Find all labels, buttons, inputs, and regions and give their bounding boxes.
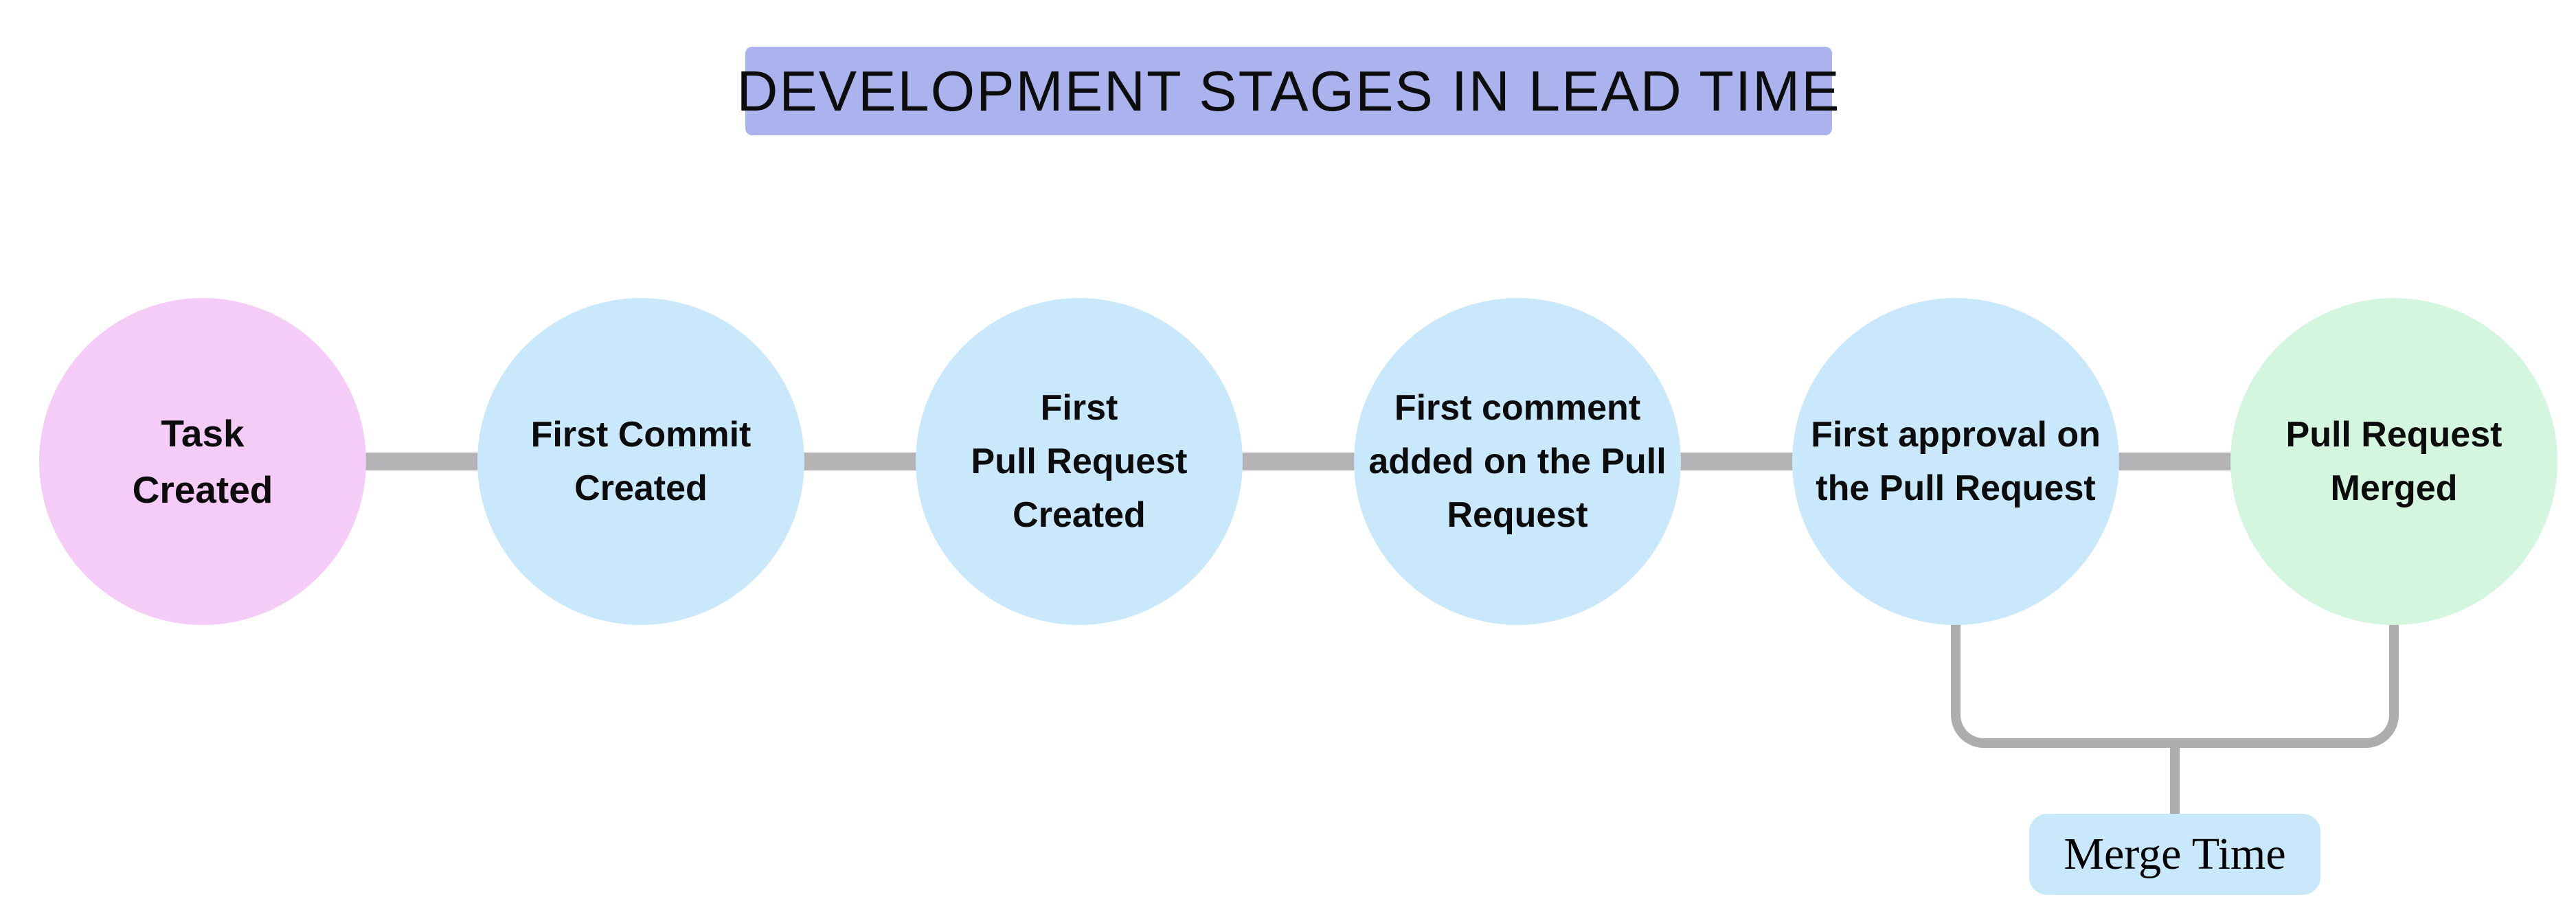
stage-label-line: the Pull Request [1816,468,2096,508]
stage-label: First Pull Request Created [971,381,1188,542]
stage-label-line: Merged [2330,468,2458,508]
stage-label-line: First [1040,388,1118,428]
merge-time-label-box: Merge Time [2029,814,2320,895]
merge-time-label: Merge Time [2064,829,2286,879]
stage-label-line: Created [1013,495,1146,535]
title-banner: DEVELOPMENT STAGES IN LEAD TIME [736,47,1840,135]
stage-label: First comment added on the Pull Request [1368,381,1666,542]
stage-first-commit-created: First Commit Created [477,298,804,625]
stage-label: First approval on the Pull Request [1811,408,2101,515]
page-title: DEVELOPMENT STAGES IN LEAD TIME [736,58,1841,123]
stage-pull-request-merged: Pull Request Merged [2230,298,2557,625]
stage-label-line: Pull Request [2285,415,2502,455]
stage-label: Pull Request Merged [2286,408,2502,515]
stage-label-line: Pull Request [971,442,1188,481]
stage-label-line: First approval on [1811,415,2101,455]
stage-first-pull-request-created: First Pull Request Created [916,298,1243,625]
stage-first-comment-added: First comment added on the Pull Request [1354,298,1681,625]
merge-time-bracket [1951,620,2399,748]
stage-label-line: Created [574,468,708,508]
stage-label-line: Request [1447,495,1588,535]
stage-label-line: Created [132,468,273,511]
stage-label: First Commit Created [531,408,752,515]
stage-first-approval: First approval on the Pull Request [1792,298,2119,625]
merge-time-bracket-stem [2170,743,2180,816]
stage-label-line: First Commit [530,415,752,455]
stage-label-line: First comment [1394,388,1641,428]
stage-label-line: added on the Pull [1368,442,1667,481]
stage-label-line: Task [161,411,245,455]
stage-label: Task Created [133,405,273,519]
stage-task-created: Task Created [39,298,366,625]
